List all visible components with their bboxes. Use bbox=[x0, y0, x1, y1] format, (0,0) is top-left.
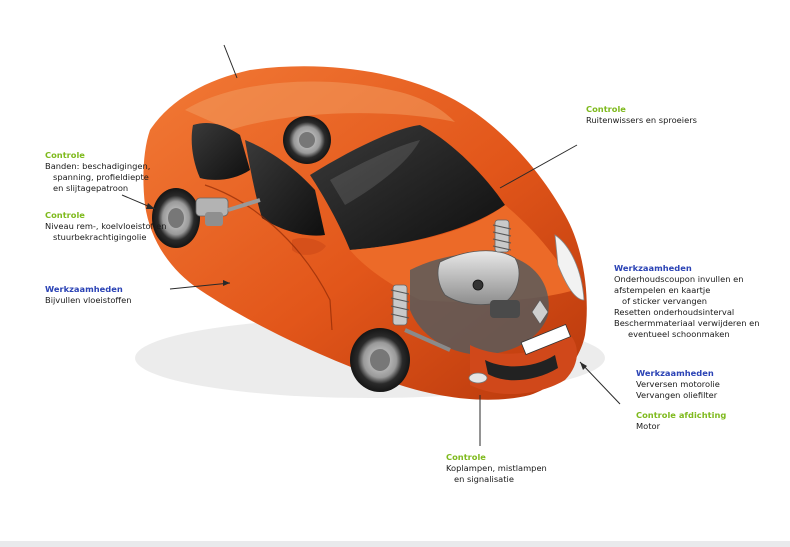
rear-brake-assembly bbox=[195, 197, 229, 226]
label-service-line-3: of sticker vervangen bbox=[622, 296, 708, 306]
front-bumper bbox=[470, 335, 577, 395]
label-fluids-topup: Werkzaamheden Bijvullen vloeistoffen bbox=[45, 284, 132, 306]
label-lights-heading: Controle bbox=[446, 452, 486, 462]
front-strut-left bbox=[390, 284, 410, 326]
spare-wheel bbox=[283, 116, 331, 164]
renault-logo-icon bbox=[531, 299, 549, 325]
license-plate bbox=[520, 323, 572, 356]
windshield-reflection bbox=[330, 140, 420, 205]
fog-light bbox=[468, 372, 488, 384]
label-seal-line-1: Motor bbox=[636, 421, 660, 431]
label-lights: Controle Koplampen, mistlampen en signal… bbox=[446, 452, 547, 485]
label-tires-heading: Controle bbox=[45, 150, 85, 160]
label-fluids-check-line-1: Niveau rem-, koelvloeistof en bbox=[45, 221, 167, 231]
door-line bbox=[204, 184, 333, 331]
grille bbox=[485, 355, 558, 381]
engine-cover bbox=[437, 250, 520, 305]
label-wipers: Controle Ruitenwissers en sproeiers bbox=[586, 104, 697, 126]
label-service-heading: Werkzaamheden bbox=[614, 263, 692, 273]
label-fluids-topup-line-1: Bijvullen vloeistoffen bbox=[45, 295, 132, 305]
air-filter bbox=[490, 300, 520, 318]
front-left-wheel bbox=[350, 328, 410, 392]
label-wipers-line-1: Ruitenwissers en sproeiers bbox=[586, 115, 697, 125]
pointer-arrows bbox=[121, 44, 621, 446]
footer-bar bbox=[0, 541, 790, 547]
label-seal: Controle afdichting Motor bbox=[636, 410, 726, 432]
arrow-head-fluids bbox=[223, 280, 230, 286]
arrow-roof bbox=[223, 44, 238, 79]
label-wipers-heading: Controle bbox=[586, 104, 626, 114]
side-window-front bbox=[245, 140, 325, 236]
label-service-line-5: Beschermmateriaal verwijderen en bbox=[614, 318, 760, 328]
label-fluids-check: Controle Niveau rem-, koelvloeistof en s… bbox=[45, 210, 166, 243]
rear-left-wheel bbox=[152, 188, 200, 248]
windshield bbox=[310, 125, 505, 250]
label-lights-line-2: en signalisatie bbox=[454, 474, 514, 484]
front-axle bbox=[404, 328, 451, 352]
label-oil: Werkzaamheden Verversen motorolie Vervan… bbox=[636, 368, 720, 401]
label-service: Werkzaamheden Onderhoudscoupon invullen … bbox=[614, 263, 760, 340]
label-tires-line-1: Banden: beschadigingen, bbox=[45, 161, 151, 171]
label-service-line-6: eventueel schoonmaken bbox=[628, 329, 730, 339]
label-tires-line-2: spanning, profieldiepte bbox=[53, 172, 149, 182]
arrow-head-tires bbox=[146, 203, 155, 209]
label-seal-heading: Controle afdichting bbox=[636, 410, 727, 420]
label-oil-line-1: Verversen motorolie bbox=[636, 379, 720, 389]
label-service-line-2: afstempelen en kaartje bbox=[614, 285, 711, 295]
arrow-wipers bbox=[499, 144, 578, 189]
label-lights-line-1: Koplampen, mistlampen bbox=[446, 463, 547, 473]
label-tires-line-3: en slijtagepatroon bbox=[53, 183, 129, 193]
rear-axle bbox=[227, 198, 261, 212]
label-fluids-check-heading: Controle bbox=[45, 210, 85, 220]
side-mirror bbox=[292, 238, 326, 255]
front-strut-right bbox=[492, 219, 512, 253]
arrow-fluids bbox=[169, 282, 231, 290]
label-oil-heading: Werkzaamheden bbox=[636, 368, 714, 378]
label-fluids-check-line-2: stuurbekrachtigingolie bbox=[53, 232, 147, 242]
headlight bbox=[554, 234, 585, 301]
side-window-rear bbox=[191, 123, 250, 180]
arrow-oil bbox=[579, 361, 621, 405]
label-tires: Controle Banden: beschadigingen, spannin… bbox=[45, 150, 150, 194]
label-service-line-4: Resetten onderhoudsinterval bbox=[614, 307, 735, 317]
label-fluids-topup-heading: Werkzaamheden bbox=[45, 284, 123, 294]
arrow-head-oil bbox=[580, 362, 587, 370]
arrow-heads bbox=[146, 203, 587, 370]
label-oil-line-2: Vervangen oliefilter bbox=[636, 390, 718, 400]
roof-highlight bbox=[185, 81, 455, 130]
oil-cap-icon bbox=[472, 279, 484, 291]
label-service-line-1: Onderhoudscoupon invullen en bbox=[614, 274, 744, 284]
